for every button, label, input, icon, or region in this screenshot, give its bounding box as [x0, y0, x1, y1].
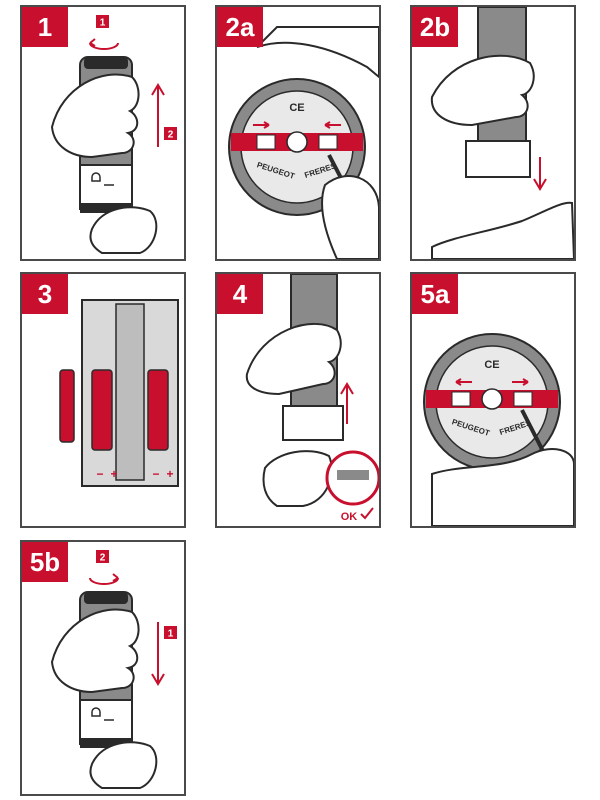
- unlock-icon: [91, 172, 114, 186]
- rotate-step-number: 1: [100, 18, 106, 29]
- step-2b-illustration: [430, 7, 574, 259]
- step-2b-badge: 2b: [412, 7, 458, 47]
- left-arrow-icon: [324, 121, 341, 129]
- minus-sign-right: −: [152, 467, 159, 481]
- battery-holder: [282, 405, 344, 441]
- step-5b-badge: 5b: [22, 542, 68, 582]
- step-1-badge: 1: [22, 7, 68, 47]
- step-3-panel: 3 − + − +: [20, 272, 186, 528]
- hand: [431, 448, 574, 526]
- ok-label: OK: [341, 511, 358, 523]
- ce-mark: CE: [289, 102, 304, 114]
- hand-bottom: [431, 201, 574, 259]
- battery-holder: [465, 140, 531, 178]
- step-2b-panel: 2b: [410, 5, 576, 261]
- step-5a-badge: 5a: [412, 274, 458, 314]
- hand-top: [245, 322, 342, 396]
- rotate-step-number: 2: [100, 553, 106, 564]
- step-5b-panel: 5b 2 1: [20, 540, 186, 796]
- hand: [321, 175, 379, 259]
- right-arrow-icon: [253, 121, 270, 129]
- step-1-illustration: 1 2: [50, 15, 177, 254]
- step-4-badge: 4: [217, 274, 263, 314]
- plus-sign-right: +: [166, 467, 173, 481]
- pull-step-marker: [164, 127, 177, 140]
- hand-bottom: [89, 206, 158, 254]
- check-icon: [360, 507, 374, 520]
- rotate-step-marker: [96, 15, 109, 28]
- hand-top: [430, 54, 535, 127]
- rotate-arrow-icon: [89, 577, 119, 585]
- plus-sign-left: +: [110, 467, 117, 481]
- hand-bottom: [262, 450, 333, 507]
- battery-cap: [79, 699, 133, 745]
- rotate-step-marker: [96, 550, 109, 563]
- battery-cap: [79, 164, 133, 210]
- step-5b-illustration: 2 1: [50, 550, 177, 789]
- hand-bottom: [89, 741, 158, 789]
- step-5a-panel: 5a CE PEUGEOT FRERES: [410, 272, 576, 528]
- step-3-badge: 3: [22, 274, 68, 314]
- push-step-number: 1: [168, 629, 174, 640]
- step-3-illustration: − + − +: [59, 299, 179, 487]
- step-2a-panel: 2a CE PEUGEOT FRERES: [215, 5, 381, 261]
- step-1-panel: 1 1 2: [20, 5, 186, 261]
- hand-top: [50, 608, 140, 694]
- ce-mark: CE: [484, 359, 499, 371]
- minus-sign-left: −: [96, 467, 103, 481]
- step-4-panel: 4 OK: [215, 272, 381, 528]
- hand-top: [50, 73, 140, 159]
- step-4-illustration: OK: [245, 274, 379, 523]
- left-arrow-icon: [455, 378, 472, 386]
- battery-slot-left: [91, 369, 113, 451]
- push-step-marker: [164, 626, 177, 639]
- step-2a-illustration: CE PEUGEOT FRERES: [228, 26, 379, 259]
- pull-step-number: 2: [168, 130, 174, 141]
- battery: [59, 369, 75, 443]
- step-5a-illustration: CE PEUGEOT FRERES: [423, 333, 574, 526]
- battery-slot-right: [147, 369, 169, 451]
- right-arrow-icon: [512, 378, 529, 386]
- rotate-arrow-icon: [89, 42, 119, 50]
- lock-icon: [91, 707, 114, 721]
- step-2a-badge: 2a: [217, 7, 263, 47]
